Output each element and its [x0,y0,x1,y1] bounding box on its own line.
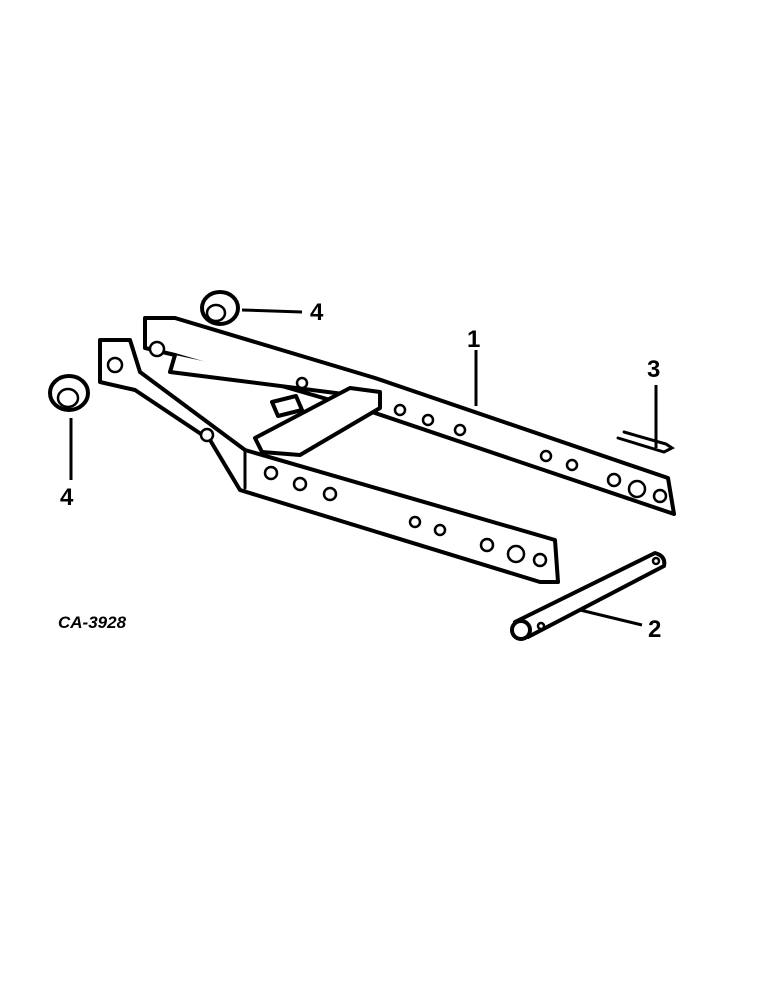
inner-brace [168,353,377,400]
pin [510,551,667,641]
clip [616,430,675,454]
bushing-top [200,290,240,326]
callout-4-left: 4 [60,484,74,511]
drawbar-frame [98,316,676,584]
callout-3: 3 [647,356,660,383]
leader-2 [579,608,643,627]
callout-2: 2 [648,616,661,643]
callout-4-top: 4 [310,299,324,326]
front-rail [98,338,560,584]
bracket-block [270,394,304,418]
callout-1: 1 [467,326,480,353]
cross-member [253,386,382,457]
figure-code: CA-3928 [58,613,127,632]
bushing-left [48,374,90,412]
frame-holes [106,340,668,568]
back-rail [143,316,676,516]
leader-4-top [241,308,303,314]
leader-lines [69,308,658,627]
